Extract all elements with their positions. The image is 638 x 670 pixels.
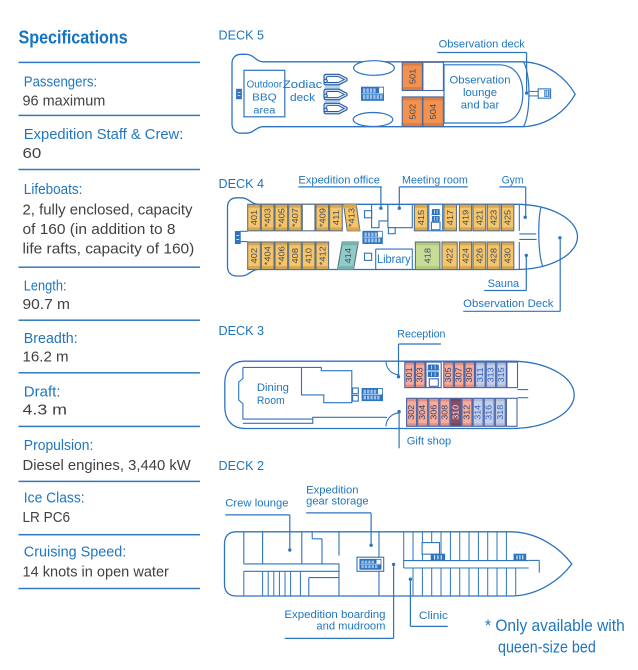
svg-text:Clinic: Clinic bbox=[419, 610, 449, 622]
svg-text:14 knots in open water: 14 knots in open water bbox=[23, 564, 169, 581]
svg-text:BBQ: BBQ bbox=[252, 93, 277, 104]
svg-text:Gift shop: Gift shop bbox=[407, 435, 451, 447]
svg-text:Sauna: Sauna bbox=[488, 278, 519, 290]
svg-text:Length:: Length: bbox=[24, 277, 67, 294]
svg-text:402: 402 bbox=[249, 248, 259, 264]
svg-text:*406: *406 bbox=[276, 246, 286, 265]
svg-text:16.2 m: 16.2 m bbox=[23, 349, 69, 366]
svg-text:queen-size bed: queen-size bed bbox=[498, 638, 596, 657]
svg-text:Observation: Observation bbox=[450, 75, 511, 87]
svg-text:424: 424 bbox=[461, 248, 471, 264]
svg-text:DECK 4: DECK 4 bbox=[219, 176, 265, 191]
svg-text:304: 304 bbox=[418, 404, 427, 420]
svg-text:deck: deck bbox=[290, 92, 316, 104]
svg-text:60: 60 bbox=[23, 145, 42, 162]
svg-text:309: 309 bbox=[465, 367, 474, 383]
svg-text:of 160 (in addition to 8: of 160 (in addition to 8 bbox=[23, 221, 176, 238]
svg-text:313: 313 bbox=[486, 367, 495, 383]
svg-text:4.3 m: 4.3 m bbox=[23, 402, 68, 419]
svg-text:310: 310 bbox=[451, 404, 460, 420]
svg-text:Room: Room bbox=[257, 395, 285, 407]
svg-text:312: 312 bbox=[463, 404, 472, 420]
svg-text:*405: *405 bbox=[276, 208, 286, 227]
svg-text:Library: Library bbox=[377, 252, 411, 266]
svg-text:502: 502 bbox=[407, 104, 417, 120]
svg-text:301: 301 bbox=[405, 367, 414, 383]
svg-text:410: 410 bbox=[304, 248, 314, 264]
svg-text:311: 311 bbox=[476, 367, 485, 383]
svg-text:and bar: and bar bbox=[461, 100, 500, 112]
svg-text:415: 415 bbox=[416, 209, 426, 225]
svg-text:428: 428 bbox=[489, 248, 499, 264]
svg-text:LR PC6: LR PC6 bbox=[23, 509, 71, 526]
svg-text:425: 425 bbox=[503, 209, 513, 225]
svg-text:DECK 5: DECK 5 bbox=[219, 28, 265, 43]
svg-text:Zodiac: Zodiac bbox=[283, 79, 323, 91]
svg-text:Expedition: Expedition bbox=[306, 484, 358, 496]
svg-text:90.7 m: 90.7 m bbox=[23, 296, 71, 313]
svg-text:Expedition office: Expedition office bbox=[298, 174, 380, 186]
svg-text:DECK 3: DECK 3 bbox=[219, 323, 265, 338]
svg-text:and mudroom: and mudroom bbox=[316, 621, 385, 633]
svg-text:Ice Class:: Ice Class: bbox=[24, 489, 85, 506]
svg-text:418: 418 bbox=[423, 248, 433, 264]
svg-text:Observation Deck: Observation Deck bbox=[463, 298, 554, 310]
svg-text:411: 411 bbox=[331, 209, 341, 225]
svg-text:504: 504 bbox=[428, 104, 438, 120]
svg-text:307: 307 bbox=[455, 367, 464, 383]
svg-text:401: 401 bbox=[249, 209, 259, 225]
svg-text:Reception: Reception bbox=[397, 328, 445, 340]
svg-text:DECK 2: DECK 2 bbox=[219, 458, 265, 473]
svg-text:Propulsion:: Propulsion: bbox=[24, 437, 94, 454]
svg-text:Gym: Gym bbox=[502, 174, 524, 186]
svg-text:315: 315 bbox=[497, 367, 506, 383]
svg-text:*412: *412 bbox=[317, 246, 327, 265]
svg-text:305: 305 bbox=[444, 367, 453, 383]
svg-text:Outdoor: Outdoor bbox=[247, 80, 283, 91]
svg-text:408: 408 bbox=[290, 248, 300, 264]
svg-text:430: 430 bbox=[503, 248, 513, 264]
svg-text:421: 421 bbox=[474, 209, 484, 225]
svg-text:96 maximum: 96 maximum bbox=[23, 92, 106, 109]
svg-text:Passengers:: Passengers: bbox=[24, 73, 97, 90]
svg-text:*407: *407 bbox=[290, 208, 300, 227]
svg-text:Lifeboats:: Lifeboats: bbox=[24, 181, 83, 198]
svg-text:Expedition boarding: Expedition boarding bbox=[284, 609, 385, 621]
svg-text:life rafts, capacity of 160): life rafts, capacity of 160) bbox=[23, 241, 195, 258]
svg-text:318: 318 bbox=[496, 404, 505, 420]
svg-text:Cruising Speed:: Cruising Speed: bbox=[24, 544, 127, 561]
svg-text:lounge: lounge bbox=[463, 87, 497, 99]
svg-text:gear storage: gear storage bbox=[306, 495, 368, 507]
svg-text:302: 302 bbox=[407, 404, 416, 420]
svg-text:Diesel engines, 3,440 kW: Diesel engines, 3,440 kW bbox=[23, 457, 192, 474]
svg-text:501: 501 bbox=[407, 68, 417, 84]
svg-text:Breadth:: Breadth: bbox=[24, 330, 78, 347]
svg-text:Crew lounge: Crew lounge bbox=[225, 497, 288, 509]
svg-text:426: 426 bbox=[474, 248, 484, 264]
svg-text:414: 414 bbox=[343, 248, 353, 264]
svg-text:308: 308 bbox=[440, 404, 449, 420]
svg-text:*404: *404 bbox=[263, 246, 273, 265]
svg-text:*413: *413 bbox=[347, 208, 357, 227]
svg-text:422: 422 bbox=[445, 248, 455, 264]
svg-text:2, fully enclosed, capacity: 2, fully enclosed, capacity bbox=[23, 202, 193, 219]
svg-text:423: 423 bbox=[489, 209, 499, 225]
svg-text:Draft:: Draft: bbox=[24, 384, 61, 401]
svg-text:Specifications: Specifications bbox=[19, 28, 128, 48]
svg-text:Observation deck: Observation deck bbox=[439, 39, 526, 51]
svg-text:316: 316 bbox=[485, 404, 494, 420]
svg-text:Meeting room: Meeting room bbox=[402, 174, 468, 186]
svg-text:Dining: Dining bbox=[257, 382, 289, 394]
svg-text:314: 314 bbox=[474, 404, 483, 420]
svg-text:*409: *409 bbox=[317, 208, 327, 227]
svg-text:306: 306 bbox=[429, 404, 438, 420]
svg-text:*403: *403 bbox=[263, 208, 273, 227]
svg-text:417: 417 bbox=[445, 209, 455, 225]
svg-text:Expedition Staff & Crew:: Expedition Staff & Crew: bbox=[24, 126, 184, 143]
svg-text:303: 303 bbox=[416, 367, 425, 383]
svg-text:area: area bbox=[253, 106, 275, 117]
svg-text:* Only available with: * Only available with bbox=[485, 616, 625, 635]
svg-text:419: 419 bbox=[461, 209, 471, 225]
